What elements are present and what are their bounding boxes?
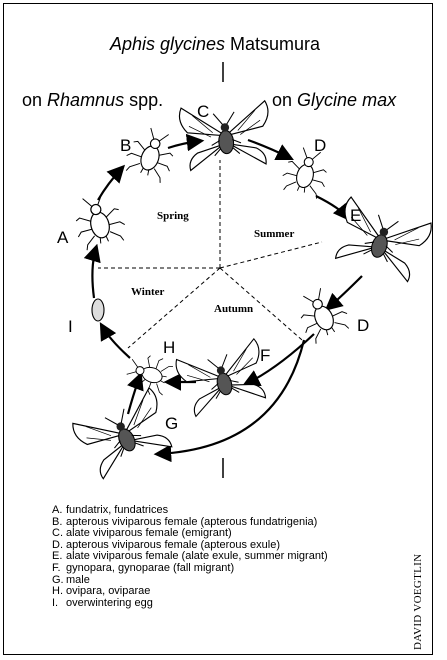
stage-label-d2: D xyxy=(357,316,369,335)
aphid-stage-c xyxy=(179,101,273,171)
stage-label-c: C xyxy=(197,102,209,121)
season-dividers xyxy=(98,160,322,348)
life-cycle-diagram: A B C D E D F G H I Spring Summer Autumn… xyxy=(0,0,447,500)
stage-label-e: E xyxy=(350,206,361,225)
season-labels: Spring Summer Autumn Winter xyxy=(131,210,294,315)
aphid-stage-g xyxy=(71,387,178,482)
season-winter: Winter xyxy=(131,286,165,298)
stage-label-a: A xyxy=(57,228,69,247)
photo-credit: DAVID VOEGTLIN xyxy=(412,560,424,650)
stage-label-d: D xyxy=(314,136,326,155)
season-autumn: Autumn xyxy=(214,303,253,315)
overwintering-egg xyxy=(92,299,104,321)
season-spring: Spring xyxy=(157,210,189,222)
stage-label-i: I xyxy=(68,317,73,336)
aphid-stage-e xyxy=(329,196,433,283)
aphid-stage-d2 xyxy=(291,283,353,346)
stage-label-b: B xyxy=(120,136,131,155)
stage-label-f: F xyxy=(260,346,270,365)
legend: A.fundatrix, fundatrices B.apterous vivi… xyxy=(52,505,328,609)
stage-label-h: H xyxy=(163,338,175,357)
legend-item: F.gynopara, gynoparae (fall migrant) xyxy=(52,563,328,575)
stage-label-g: G xyxy=(165,414,178,433)
season-summer: Summer xyxy=(254,228,294,240)
legend-item: I.overwintering egg xyxy=(52,598,328,610)
